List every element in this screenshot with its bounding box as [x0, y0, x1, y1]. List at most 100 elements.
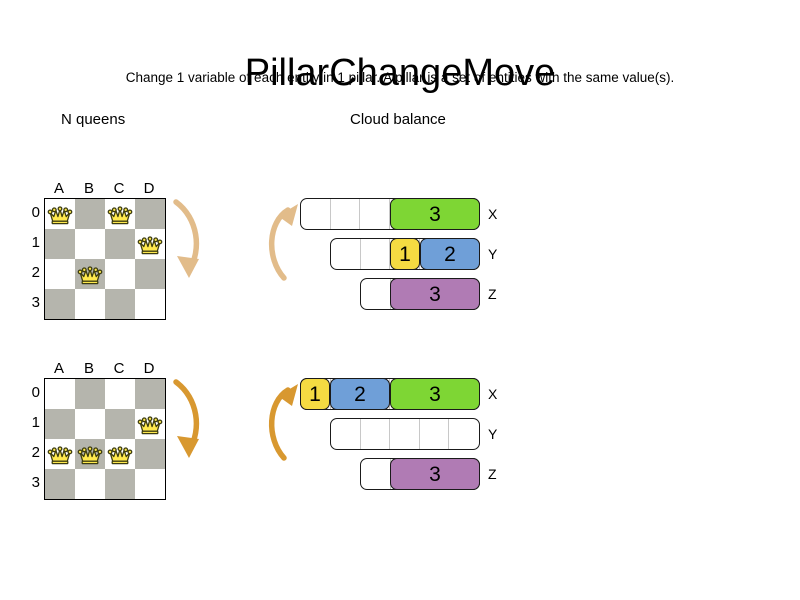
- board-column-labels: A B C D: [44, 180, 164, 198]
- queen-icon: [107, 446, 133, 465]
- queen-icon: [77, 446, 103, 465]
- board-row-label-1: 1: [31, 414, 40, 431]
- cloud-computer-row-Y: Y: [300, 418, 530, 450]
- board-cell-C3[interactable]: [105, 289, 135, 319]
- board-cell-B3[interactable]: [75, 469, 105, 499]
- cloud-process-1[interactable]: 1: [300, 378, 330, 410]
- cloud-process-3[interactable]: 3: [390, 378, 480, 410]
- cloud-computer-label-X: X: [488, 206, 498, 222]
- board-column-label-C: C: [113, 360, 125, 377]
- board-cell-C1[interactable]: [105, 229, 135, 259]
- cloud-process-3[interactable]: 3: [390, 198, 480, 230]
- queen-icon: [137, 416, 163, 435]
- queen-icon: [107, 206, 133, 225]
- cloud-capacity-cell: [420, 419, 450, 449]
- board-column-label-B: B: [83, 360, 94, 377]
- board-cell-B1[interactable]: [75, 409, 105, 439]
- board-cell-B2[interactable]: [75, 259, 105, 289]
- section-heading-nqueens: N queens: [61, 111, 126, 128]
- board-cell-A3[interactable]: [45, 469, 75, 499]
- board-cell-C0[interactable]: [105, 379, 135, 409]
- board-column-label-A: A: [53, 360, 64, 377]
- queen-icon: [47, 446, 73, 465]
- cloud-computer-label-Z: Z: [488, 466, 497, 482]
- board-column-label-D: D: [143, 180, 155, 197]
- cloud-computer-label-Z: Z: [488, 286, 497, 302]
- board-cell-C3[interactable]: [105, 469, 135, 499]
- board-cell-A3[interactable]: [45, 289, 75, 319]
- board-move-arrow-after-icon: [173, 379, 200, 458]
- cloud-move-arrow-after-icon: [269, 384, 298, 461]
- board-cell-B3[interactable]: [75, 289, 105, 319]
- board-cell-D1[interactable]: [135, 229, 165, 259]
- cloud-process-3[interactable]: 3: [390, 458, 480, 490]
- page-title: PillarChangeMove: [244, 52, 556, 95]
- page-subtitle: Change 1 variable of each entity in 1 pi…: [125, 70, 675, 85]
- cloud-capacity-cell: [301, 199, 331, 229]
- board-cell-C2[interactable]: [105, 259, 135, 289]
- cloud-capacity-cell: [331, 199, 361, 229]
- board-row-label-2: 2: [31, 264, 40, 281]
- cloud-capacity-cell: [390, 419, 420, 449]
- board-row-labels: 0 1 2 3: [26, 378, 40, 498]
- board-column-label-C: C: [113, 180, 125, 197]
- board-cell-D3[interactable]: [135, 469, 165, 499]
- section-heading-cloud: Cloud balance: [350, 111, 446, 128]
- cloud-move-arrow-before-icon: [269, 204, 298, 281]
- cloud-capacity-cell: [361, 279, 391, 309]
- board-cell-D0[interactable]: [135, 199, 165, 229]
- board-cell-D0[interactable]: [135, 379, 165, 409]
- cloud-computer-label-Y: Y: [488, 246, 498, 262]
- board-cell-B1[interactable]: [75, 229, 105, 259]
- board-row-label-0: 0: [31, 204, 40, 221]
- board-cell-D2[interactable]: [135, 259, 165, 289]
- board-cell-B2[interactable]: [75, 439, 105, 469]
- board-row-label-0: 0: [31, 384, 40, 401]
- cloud-capacity-cell: [331, 239, 361, 269]
- cloud-capacity-cell: [331, 419, 361, 449]
- cloud-computer-capacity-bar[interactable]: [330, 418, 480, 450]
- board-cell-D3[interactable]: [135, 289, 165, 319]
- cloud-capacity-cell: [360, 199, 391, 229]
- board-cell-B0[interactable]: [75, 199, 105, 229]
- board-cell-A2[interactable]: [45, 259, 75, 289]
- board-cell-A1[interactable]: [45, 409, 75, 439]
- board-cell-A1[interactable]: [45, 229, 75, 259]
- cloud-process-1[interactable]: 1: [390, 238, 420, 270]
- board-cell-A2[interactable]: [45, 439, 75, 469]
- cloud-process-3[interactable]: 3: [390, 278, 480, 310]
- board-grid: [44, 378, 166, 500]
- cloud-computer-label-Y: Y: [488, 426, 498, 442]
- board-row-label-3: 3: [31, 294, 40, 311]
- cloud-capacity-cell: [449, 419, 479, 449]
- queen-icon: [77, 266, 103, 285]
- cloud-computer-label-X: X: [488, 386, 498, 402]
- queen-icon: [137, 236, 163, 255]
- board-row-labels: 0 1 2 3: [26, 198, 40, 318]
- board-cell-C1[interactable]: [105, 409, 135, 439]
- board-move-arrow-before-icon: [173, 199, 200, 278]
- board-row-label-3: 3: [31, 474, 40, 491]
- board-row-label-1: 1: [31, 234, 40, 251]
- board-column-label-D: D: [143, 360, 155, 377]
- board-cell-D1[interactable]: [135, 409, 165, 439]
- queen-icon: [47, 206, 73, 225]
- board-column-label-B: B: [83, 180, 94, 197]
- board-cell-C0[interactable]: [105, 199, 135, 229]
- board-cell-D2[interactable]: [135, 439, 165, 469]
- board-grid: [44, 198, 166, 320]
- board-cell-B0[interactable]: [75, 379, 105, 409]
- cloud-process-2[interactable]: 2: [420, 238, 480, 270]
- board-row-label-2: 2: [31, 444, 40, 461]
- board-column-label-A: A: [53, 180, 64, 197]
- board-cell-A0[interactable]: [45, 199, 75, 229]
- board-cell-C2[interactable]: [105, 439, 135, 469]
- cloud-capacity-cell: [361, 459, 391, 489]
- board-cell-A0[interactable]: [45, 379, 75, 409]
- cloud-process-2[interactable]: 2: [330, 378, 390, 410]
